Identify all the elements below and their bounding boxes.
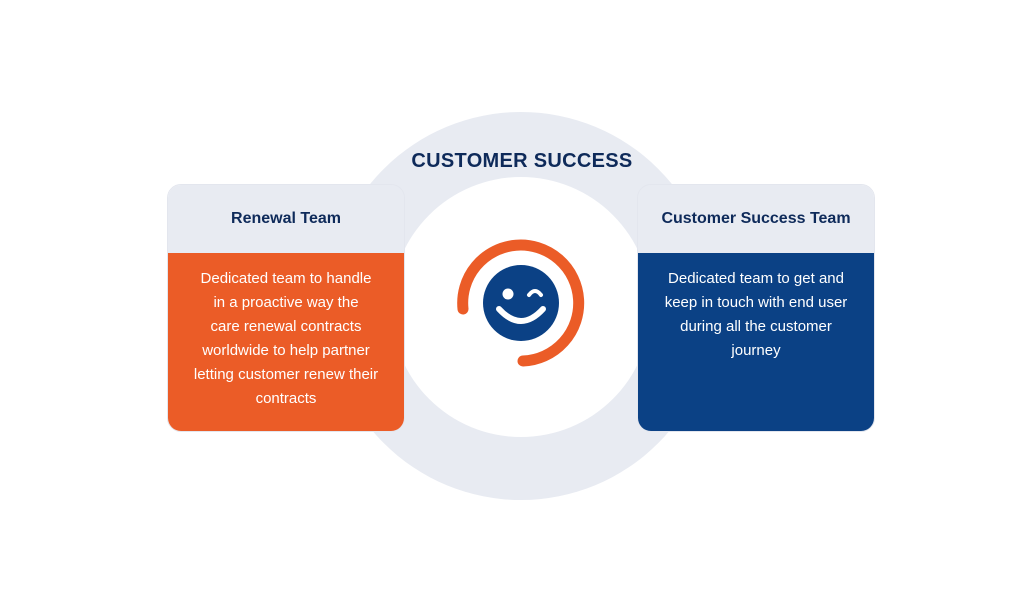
card-title: Renewal Team	[168, 185, 404, 253]
line: Dedicated team to handle	[200, 270, 372, 287]
line: care renewal contracts	[210, 318, 362, 335]
customer-success-team-card: Customer Success Team Dedicated team to …	[637, 184, 875, 432]
line: in a proactive way the	[213, 294, 359, 311]
line: during all the customer	[680, 318, 832, 335]
line: letting customer renew their	[193, 366, 379, 383]
smiley-logo-icon	[457, 239, 585, 367]
card-description: Dedicated team to get and keep in touch …	[638, 253, 874, 431]
diagram-title: CUSTOMER SUCCESS	[411, 150, 633, 172]
card-title: Customer Success Team	[638, 185, 874, 253]
line: keep in touch with end user	[664, 294, 848, 311]
renewal-team-card: Renewal Team Dedicated team to handle in…	[167, 184, 405, 432]
line: worldwide to help partner	[202, 342, 370, 359]
line: Dedicated team to get and	[668, 270, 844, 287]
line: journey	[731, 342, 781, 359]
card-description: Dedicated team to handle in a proactive …	[168, 253, 404, 431]
line: contracts	[255, 390, 317, 407]
